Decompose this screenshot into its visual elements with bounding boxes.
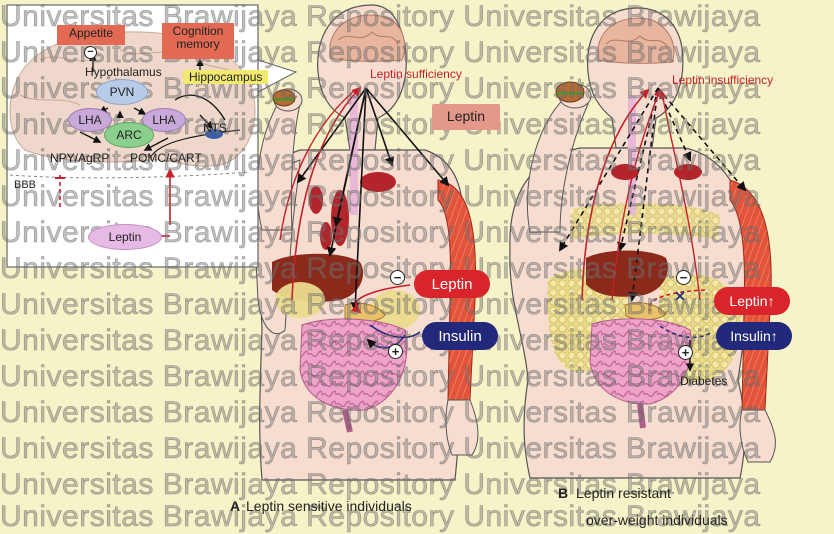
hypothalamus-label: Hypothalamus (85, 66, 162, 78)
leptin-inset-node: Leptin (88, 224, 162, 250)
arc-node: ARC (104, 122, 154, 148)
hippocampus-label: Hippocampus (183, 70, 268, 84)
lha-left-node: LHA (68, 108, 112, 132)
cognition-memory-box: Cognition memory (162, 23, 234, 59)
caption-b-line1: Leptin resistant (576, 486, 671, 500)
caption-a-letter: A (230, 499, 240, 513)
npy-agrp-label: NPY/AgRP (50, 152, 109, 164)
leptin-sufficiency-label: Leptin sufficiency (370, 68, 462, 80)
minus-symbol-b: − (676, 270, 691, 285)
nts-label: NTS (203, 122, 227, 134)
minus-symbol: − (84, 45, 97, 59)
appetite-box: Appetite (57, 25, 125, 45)
diabetes-label: Diabetes (680, 375, 727, 387)
minus-symbol-inset: − (84, 46, 97, 59)
bbb-label: BBB (14, 180, 36, 191)
leptin-box-a: Leptin (432, 104, 500, 130)
insulin-pill-b: Insulin↑ (716, 322, 792, 350)
pomc-cart-label: POMC/CART (130, 152, 202, 164)
minus-symbol-a: − (390, 270, 405, 285)
caption-a: Leptin sensitive individuals (246, 499, 412, 513)
caption-b-letter: B (558, 486, 568, 500)
leptin-insufficiency-label: Leptin insufficiency (672, 74, 773, 86)
caption-b-line2: over-weight individuals (586, 513, 728, 527)
leptin-pill-a: Leptin (414, 270, 490, 298)
pvn-node: PVN (96, 79, 148, 105)
plus-symbol-a: + (388, 344, 403, 359)
plus-symbol-b: + (678, 345, 693, 360)
leptin-pill-b: Leptin↑ (714, 287, 790, 315)
insulin-pill-a: Insulin (422, 322, 498, 350)
